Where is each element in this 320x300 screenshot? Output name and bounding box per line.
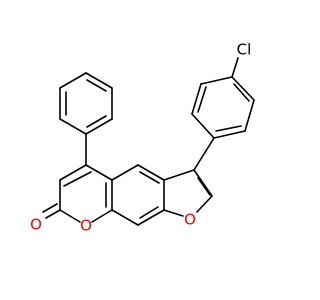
atom-labels: Cl O O O <box>30 41 251 235</box>
carbonyl-double-bond-a <box>45 209 61 219</box>
bonds <box>42 57 255 226</box>
molecule-canvas: Cl O O O <box>30 41 255 235</box>
molecule-structure: Cl O O O <box>30 41 255 235</box>
chlorophenyl-ring <box>191 76 255 139</box>
chlorine-atom-label: Cl <box>237 41 252 59</box>
carbon-chlorine-bond <box>231 57 239 78</box>
chlorophenyl-to-core-bond <box>193 137 215 171</box>
furan-ring <box>163 169 213 217</box>
carbonyl-oxygen-atom-label: O <box>30 216 42 234</box>
phenyl-ring <box>59 72 113 135</box>
furan-oxygen-atom-label: O <box>184 211 196 229</box>
pyranone-ring-oxygen-atom-label: O <box>80 217 92 235</box>
pyranone-ring <box>59 164 113 223</box>
carbonyl-double-bond-b <box>42 203 58 213</box>
central-benzene-ring <box>111 164 165 226</box>
